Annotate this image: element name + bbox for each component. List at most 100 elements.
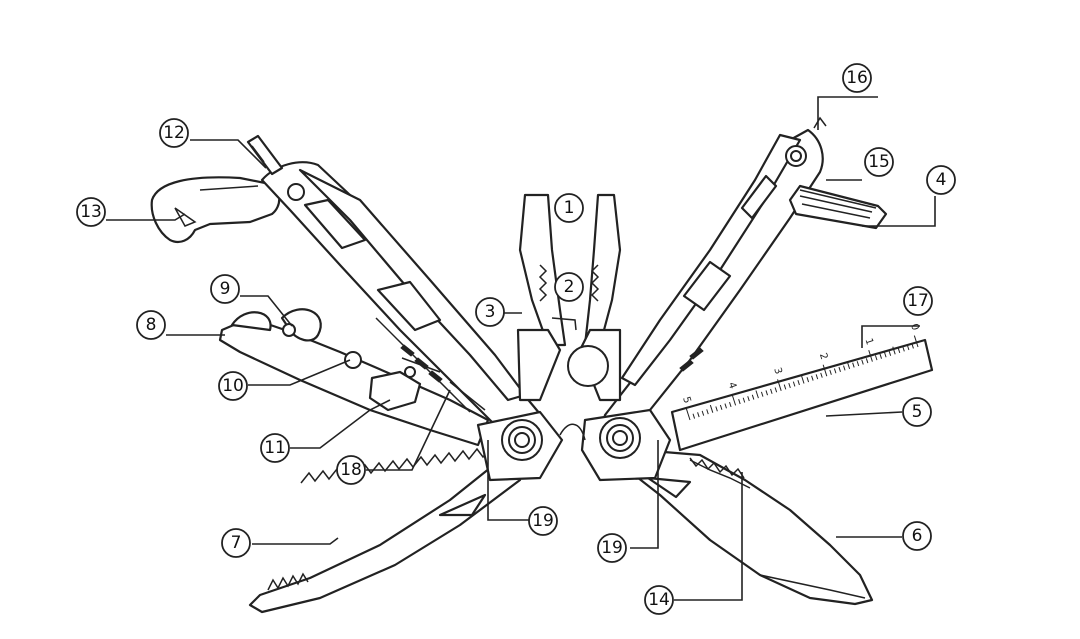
callout-11: 11 xyxy=(260,433,290,463)
callout-label: 7 xyxy=(231,533,242,553)
ruler-tick xyxy=(911,343,914,349)
file-tool xyxy=(788,184,888,230)
ruler-tick-label: 4 xyxy=(726,381,738,390)
callout-label: 14 xyxy=(648,590,670,610)
ruler-tick xyxy=(777,379,782,391)
callout-label: 18 xyxy=(340,460,362,480)
callout-label: 3 xyxy=(485,302,496,322)
callout-label: 6 xyxy=(912,526,923,546)
ruler-tick xyxy=(833,368,837,374)
ruler-tick xyxy=(897,347,901,353)
callout-label: 1 xyxy=(564,198,575,218)
ruler-tick xyxy=(731,393,737,406)
leader-lines xyxy=(106,96,936,601)
ruler-ticks xyxy=(685,335,919,421)
callout-4: 4 xyxy=(926,165,956,195)
callout-16: 16 xyxy=(842,63,872,93)
callout-label: 2 xyxy=(564,277,575,297)
ruler-tick xyxy=(884,352,887,358)
ruler-tick xyxy=(751,394,755,400)
callout-2: 2 xyxy=(554,272,584,302)
ruler-tick xyxy=(888,350,892,356)
ruler-tick xyxy=(822,364,828,377)
ruler-tick xyxy=(892,346,896,355)
ruler-tick xyxy=(760,391,764,397)
callout-label: 5 xyxy=(912,402,923,422)
ruler-tick-label: 5 xyxy=(680,395,692,404)
ruler-tick xyxy=(729,401,732,408)
ruler-tick xyxy=(709,404,714,413)
ruler-tick xyxy=(829,369,832,375)
hook-cutter xyxy=(150,176,281,244)
ruler-tick xyxy=(770,388,773,394)
ruler-tick xyxy=(738,399,741,405)
callout-label: 11 xyxy=(264,438,286,458)
ruler-tick xyxy=(801,375,805,384)
callout-label: 16 xyxy=(846,68,868,88)
screwdriver-bit xyxy=(246,134,284,176)
ruler-tick xyxy=(715,406,718,412)
callout-12: 12 xyxy=(159,118,189,148)
callout-1: 1 xyxy=(554,193,584,223)
callout-label: 4 xyxy=(936,170,947,190)
ruler-tick xyxy=(724,403,727,409)
callout-label: 9 xyxy=(220,279,231,299)
callout-18: 18 xyxy=(336,455,366,485)
ruler-tick xyxy=(685,408,691,421)
callout-label: 10 xyxy=(222,376,244,396)
ruler-tick xyxy=(838,366,841,372)
ruler-tick xyxy=(788,382,791,389)
ruler-tick-label: 1 xyxy=(862,337,874,346)
left-handle xyxy=(260,161,547,442)
ruler-tick xyxy=(747,396,750,402)
ruler-tick xyxy=(852,362,855,368)
ruler-tick xyxy=(692,413,696,419)
ruler-tick xyxy=(856,361,860,367)
callout-label: 19 xyxy=(601,538,623,558)
ruler-tick xyxy=(797,380,800,386)
callout-15: 15 xyxy=(864,147,894,177)
callout-10: 10 xyxy=(218,371,248,401)
ruler-tick xyxy=(806,377,810,383)
ruler-tick xyxy=(765,390,768,396)
callout-label: 17 xyxy=(907,291,929,311)
ruler-tick xyxy=(815,374,819,380)
pliers-jaws xyxy=(516,193,622,402)
ruler-tick xyxy=(783,384,787,390)
left-pivot xyxy=(476,410,564,482)
right-handle xyxy=(598,116,827,442)
ruler-tick xyxy=(792,381,796,387)
ruler-tick xyxy=(902,346,905,352)
callout-label: 12 xyxy=(163,123,185,143)
ruler-tick-label: 2 xyxy=(817,352,829,361)
ruler-tick xyxy=(742,397,746,403)
ruler-tick xyxy=(719,404,723,410)
ruler-tick xyxy=(774,387,778,393)
ruler-tick xyxy=(755,390,759,399)
callout-7: 7 xyxy=(221,528,251,558)
callout-label: 19 xyxy=(532,511,554,531)
knife-blade xyxy=(626,448,874,606)
ruler-tick xyxy=(868,350,873,362)
pivot-bridge xyxy=(559,423,586,441)
callout-label: 13 xyxy=(80,202,102,222)
callout-label: 15 xyxy=(868,152,890,172)
ruler-tick xyxy=(846,361,851,370)
ruler-tick xyxy=(861,359,864,365)
callout-8: 8 xyxy=(136,310,166,340)
callout-9: 9 xyxy=(210,274,240,304)
callout-3: 3 xyxy=(475,297,505,327)
ruler-tick xyxy=(913,335,919,348)
ruler-tick xyxy=(879,353,882,359)
callout-5: 5 xyxy=(902,397,932,427)
ruler-tick xyxy=(706,409,709,415)
callout-label: 8 xyxy=(146,315,157,335)
right-pivot xyxy=(580,408,672,482)
callout-19-right: 19 xyxy=(597,533,627,563)
ruler-tick xyxy=(865,358,869,364)
ruler-tick xyxy=(697,412,700,418)
ruler-tick-label: 0 xyxy=(908,322,920,331)
